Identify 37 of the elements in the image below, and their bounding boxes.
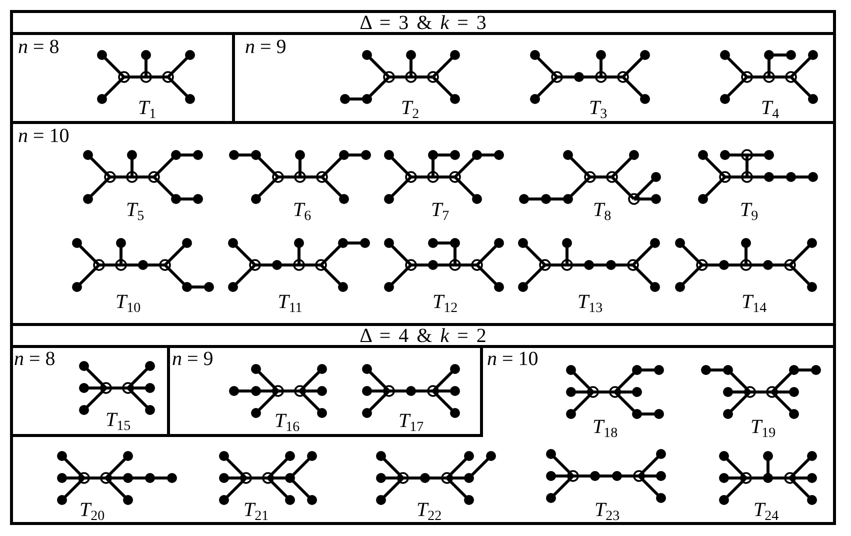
tree-label: T$_{6}$ xyxy=(292,200,312,220)
group-label: n = 9 xyxy=(245,37,286,57)
section-heading: Δ = 3 & k = 3 xyxy=(360,13,486,33)
tree-label: T$_{21}$ xyxy=(243,500,269,520)
tree-label: T$_{20}$ xyxy=(79,500,105,520)
tree-label: T$_{1}$ xyxy=(138,98,156,118)
group-panel xyxy=(10,345,836,525)
tree-label: T$_{5}$ xyxy=(126,200,144,220)
group-label: n = 8 xyxy=(18,37,60,57)
tree-label: T$_{7}$ xyxy=(430,200,450,220)
group-label: n = 8 xyxy=(14,349,56,369)
group-panel xyxy=(167,345,483,437)
section-heading: Δ = 4 & k = 2 xyxy=(360,326,486,346)
tree-label: T$_{11}$ xyxy=(278,292,302,312)
tree-label: T$_{23}$ xyxy=(594,500,620,520)
tree-label: T$_{8}$ xyxy=(592,200,612,220)
tree-label: T$_{24}$ xyxy=(753,500,779,520)
group-label: n = 9 xyxy=(172,349,214,369)
group-label: n = 10 xyxy=(18,126,70,146)
group-label: n = 10 xyxy=(487,349,538,369)
tree-label: T$_{19}$ xyxy=(750,417,776,437)
tree-label: T$_{10}$ xyxy=(115,292,141,312)
header-band xyxy=(10,10,836,35)
tree-label: T$_{22}$ xyxy=(416,500,442,520)
tree-label: T$_{2}$ xyxy=(400,98,420,118)
tree-label: T$_{13}$ xyxy=(577,292,603,312)
tree-label: T$_{9}$ xyxy=(740,200,758,220)
tree-label: T$_{4}$ xyxy=(760,98,780,118)
tree-label: T$_{14}$ xyxy=(741,292,767,312)
tree-label: T$_{3}$ xyxy=(588,98,608,118)
tree-label: T$_{18}$ xyxy=(592,417,618,437)
header-band xyxy=(10,323,836,348)
tree-label: T$_{15}$ xyxy=(105,410,131,430)
tree-label: T$_{17}$ xyxy=(398,411,424,431)
group-panel xyxy=(10,121,836,326)
tree-label: T$_{12}$ xyxy=(432,292,458,312)
tree-label: T$_{16}$ xyxy=(274,411,300,431)
